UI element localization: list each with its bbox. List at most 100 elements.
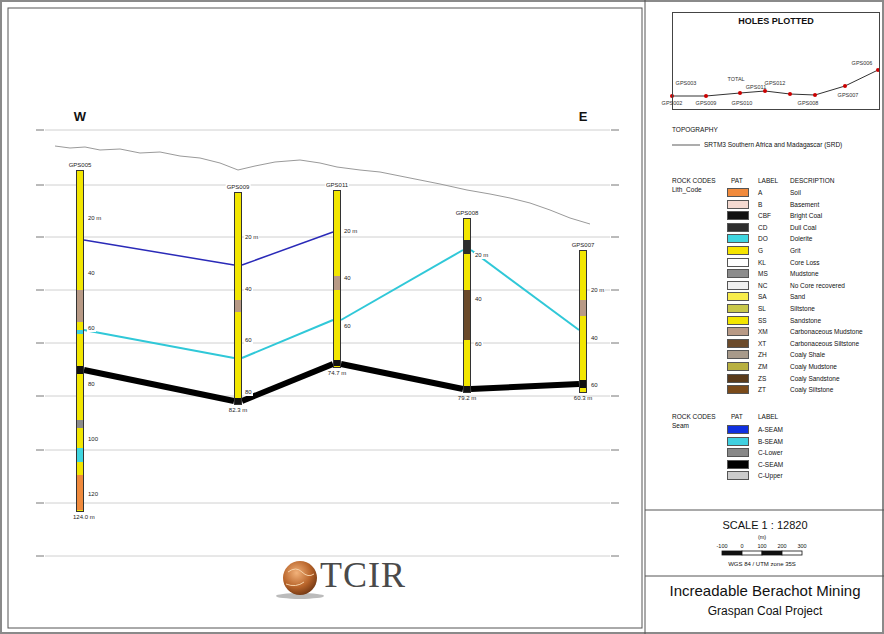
hole-depth: 60.3 m <box>574 395 592 402</box>
legend-column-head: PAT <box>731 413 743 420</box>
legend-text: Siltstone <box>790 305 815 312</box>
depth-tick: 40 <box>343 275 352 282</box>
legend-column-head: PAT <box>731 177 743 184</box>
box-title: HOLES PLOTTED <box>738 17 814 27</box>
depth-tick: 20 m <box>244 234 259 241</box>
legend-text: Sandstone <box>790 317 821 324</box>
seam-correlation-line <box>242 232 333 265</box>
depth-tick: 40 <box>244 286 253 293</box>
legend-heading: ROCK CODES <box>672 177 716 184</box>
legend-swatch <box>727 339 749 348</box>
depth-tick: 20 m <box>590 287 605 294</box>
legend-text: Coaly Sandstone <box>790 375 840 382</box>
legend-text: Core Loss <box>790 259 820 266</box>
legend-text: Grit <box>790 247 800 254</box>
seam-correlation-line <box>84 330 234 358</box>
depth-tick: 80 <box>87 381 96 388</box>
legend-swatch <box>727 327 749 336</box>
project-name: Graspan Coal Project <box>708 605 823 618</box>
legend-swatch <box>727 374 749 383</box>
lithology-segment <box>77 475 83 510</box>
legend-code: A <box>758 189 762 196</box>
scale-tick: -100 <box>716 543 727 549</box>
legend-code: KL <box>758 259 766 266</box>
depth-tick: 20 m <box>87 215 102 222</box>
depth-tick: 60 <box>87 325 96 332</box>
legend-swatch <box>727 234 749 243</box>
scale-tick: 100 <box>757 543 766 549</box>
lithology-segment <box>235 300 241 312</box>
inset-hole-name: GPS006 <box>852 60 873 66</box>
drill-hole: GPS005124.0 m <box>76 170 84 512</box>
direction-label: E <box>579 110 588 124</box>
legend-code: ZS <box>758 375 766 382</box>
legend-text: Dolerite <box>790 235 812 242</box>
company-logo <box>276 561 324 599</box>
legend-code: DO <box>758 235 768 242</box>
legend-code: MS <box>758 270 768 277</box>
depth-tick: 60 <box>343 323 352 330</box>
projection-note: WGS 84 / UTM zone 35S <box>728 561 796 568</box>
legend-swatch <box>727 292 749 301</box>
inset-hole-name: GPS003 <box>676 80 697 86</box>
legend-code: XM <box>758 328 768 335</box>
lithology-segment <box>464 240 470 254</box>
legend-text: C-Lower <box>758 449 783 456</box>
legend-text: Dull Coal <box>790 224 816 231</box>
inset-hole-name: GPS011 <box>746 84 766 90</box>
legend-swatch <box>727 362 749 371</box>
lithology-segment <box>77 290 83 322</box>
seam-correlation-line <box>471 250 579 330</box>
hole-depth: 82.3 m <box>229 407 247 414</box>
legend-swatch <box>727 258 749 267</box>
scale-text: SCALE 1 : 12820 <box>722 519 807 531</box>
legend-text: Carbonaceous Mudstone <box>790 328 863 335</box>
hole-name: GPS009 <box>226 184 251 191</box>
legend-swatch <box>727 188 749 197</box>
legend-text: C-SEAM <box>758 461 783 468</box>
legend-swatch <box>727 223 749 232</box>
inset-hole-name: GPS008 <box>798 100 819 106</box>
legend-swatch <box>727 350 749 359</box>
holes-plotted-map <box>670 68 880 98</box>
lithology-segment <box>77 420 83 428</box>
lithology-segment <box>580 300 586 316</box>
legend-column-head: DESCRIPTION <box>790 177 834 184</box>
seam-correlation-line <box>341 250 463 320</box>
inset-hole-name: GPS009 <box>696 100 717 106</box>
title-text: Increadable Berachot Mining <box>670 583 861 600</box>
scale-tick: 0 <box>740 543 743 549</box>
legend-code: B <box>758 201 762 208</box>
scale-unit: (m) <box>758 534 766 540</box>
legend-heading: Lith_Code <box>672 186 702 193</box>
title-box: Increadable Berachot MiningGraspan Coal … <box>646 577 884 633</box>
legend-swatch <box>727 200 749 209</box>
seam-correlation-line <box>341 364 463 389</box>
legend-code: NC <box>758 282 767 289</box>
seam-correlation-line <box>242 320 333 358</box>
topography-line <box>55 146 590 224</box>
legend-code: CD <box>758 224 767 231</box>
inset-hole-name: GPS007 <box>838 92 859 98</box>
company-logo-text: TCIR <box>320 556 406 596</box>
inset-hole-name: GPS012 <box>765 80 786 86</box>
legend-text: Mudstone <box>790 270 819 277</box>
legend-code: SA <box>758 293 767 300</box>
legend-swatch <box>727 460 749 469</box>
panel-divider <box>645 0 646 634</box>
legend-code: G <box>758 247 763 254</box>
lithology-segment <box>464 386 470 392</box>
legend-heading: ROCK CODES <box>672 413 716 420</box>
legend-text: C-Upper <box>758 472 783 479</box>
legend-code: XT <box>758 340 766 347</box>
depth-tick: 120 <box>87 491 99 498</box>
lithology-segment <box>334 276 340 290</box>
legend-text: Coaly Siltstone <box>790 386 833 393</box>
legend-swatch <box>727 448 749 457</box>
panel-divider <box>645 576 884 577</box>
lithology-segment <box>77 366 83 374</box>
scale-tick: 200 <box>777 543 786 549</box>
legend-code: CBF <box>758 212 771 219</box>
